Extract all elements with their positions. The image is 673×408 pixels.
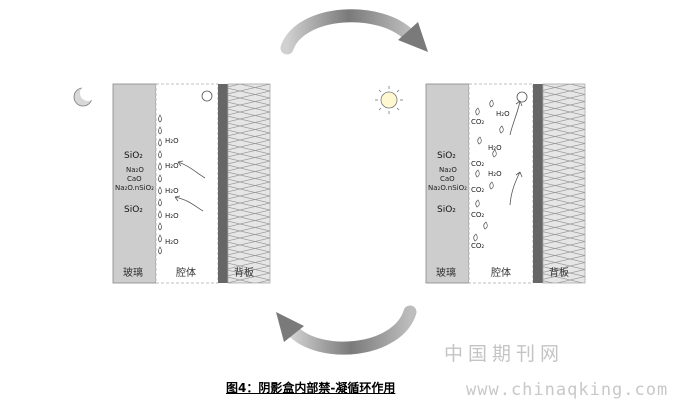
cavity-label: 腔体 (491, 266, 511, 279)
molecule-label: CO₂ (471, 211, 484, 219)
molecule-label: CO₂ (471, 186, 484, 194)
glass-layer (112, 83, 157, 284)
composition-na2o: Na₂O (126, 166, 144, 174)
backplate-label: 背板 (549, 266, 569, 279)
molecule-label: CO₂ (471, 242, 484, 250)
droplet-column (158, 114, 162, 255)
cavity (155, 83, 219, 284)
evaporating-droplets (473, 99, 504, 242)
molecule-label: H₂O (488, 144, 502, 152)
molecule-label: CO₂ (471, 118, 484, 126)
molecule-label: H₂O (165, 187, 179, 195)
backplate (218, 84, 228, 283)
bubble-icon (201, 90, 213, 102)
composition-sio2: SiO₂ (437, 205, 456, 215)
glass-layer (425, 83, 470, 284)
figure-caption: 图4：阴影盒内部禁-凝循环作用 (226, 381, 396, 395)
molecule-label: H₂O (165, 137, 179, 145)
watermark-url: www.chinaqking.com (466, 380, 669, 400)
evaporation-arrows (509, 100, 523, 206)
molecule-label: H₂O (488, 170, 502, 178)
molecule-label: H₂O (165, 212, 179, 220)
moon-icon (73, 85, 96, 107)
cycle-arrow-bottom (276, 305, 417, 355)
left-panel: SiO₂ Na₂O CaO Na₂O.nSiO₂ SiO₂ H₂O H₂O H₂… (73, 83, 271, 284)
backplate (533, 84, 543, 283)
molecule-label: H₂O (165, 238, 179, 246)
composition-na2o: Na₂O (439, 166, 457, 174)
composition-sio2: SiO₂ (124, 205, 143, 215)
composition-sio2: SiO₂ (124, 151, 143, 161)
watermark-logo: 中国期刊网 (444, 343, 565, 365)
composition-sio2: SiO₂ (437, 151, 456, 161)
glass-label: 玻璃 (123, 266, 143, 279)
bubble-icon (516, 91, 528, 103)
composition-silicate: Na₂O.nSiO₂ (428, 184, 467, 192)
composition-silicate: Na₂O.nSiO₂ (115, 184, 154, 192)
molecule-label: CO₂ (471, 160, 484, 168)
molecule-label: H₂O (496, 110, 510, 118)
cavity-label: 腔体 (176, 266, 196, 279)
sun-icon (375, 86, 403, 114)
composition-cao: CaO (127, 175, 142, 183)
molecule-label: H₂O (165, 162, 179, 170)
glass-label: 玻璃 (436, 266, 456, 279)
cycle-arrow-top (280, 9, 428, 55)
composition-cao: CaO (440, 175, 455, 183)
cavity (468, 83, 534, 284)
condensation-arrows (174, 160, 206, 212)
right-panel: SiO₂ Na₂O CaO Na₂O.nSiO₂ SiO₂ H₂O CO₂ H₂… (375, 83, 586, 284)
backplate-label: 背板 (234, 266, 254, 279)
